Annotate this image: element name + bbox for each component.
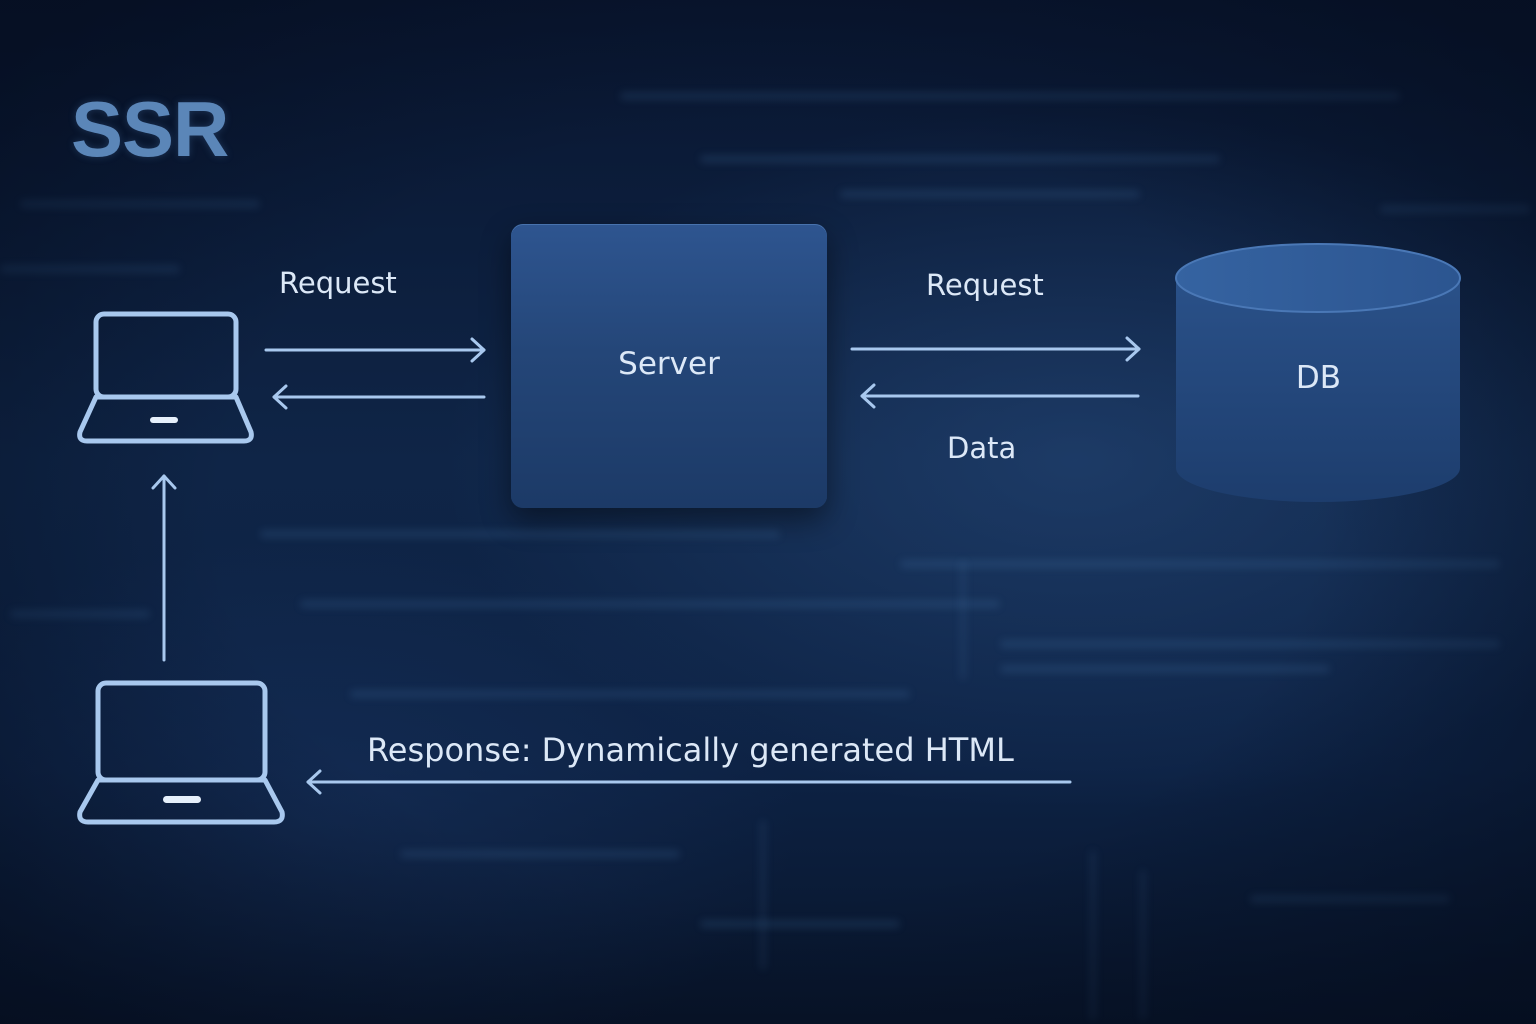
laptop-icon	[77, 680, 285, 825]
response-label: Response: Dynamically generated HTML	[367, 731, 1014, 769]
database-label: DB	[1295, 360, 1342, 396]
database-node: DB	[1175, 240, 1462, 505]
arrow-db-to-server	[860, 383, 1140, 409]
db-request-label: Request	[926, 268, 1044, 302]
arrow-server-to-db	[850, 336, 1141, 362]
db-data-label: Data	[947, 431, 1017, 465]
arrow-server-to-client	[272, 384, 486, 410]
arrow-up-to-client	[151, 474, 177, 662]
server-label: Server	[618, 346, 720, 382]
arrow-response	[306, 769, 1072, 795]
arrow-client-to-server	[264, 337, 486, 363]
server-node: Server	[511, 224, 827, 508]
diagram-title: SSR	[71, 85, 229, 173]
client-request-label: Request	[279, 266, 397, 300]
laptop-icon	[77, 311, 254, 444]
database-cylinder-icon	[1175, 243, 1461, 502]
